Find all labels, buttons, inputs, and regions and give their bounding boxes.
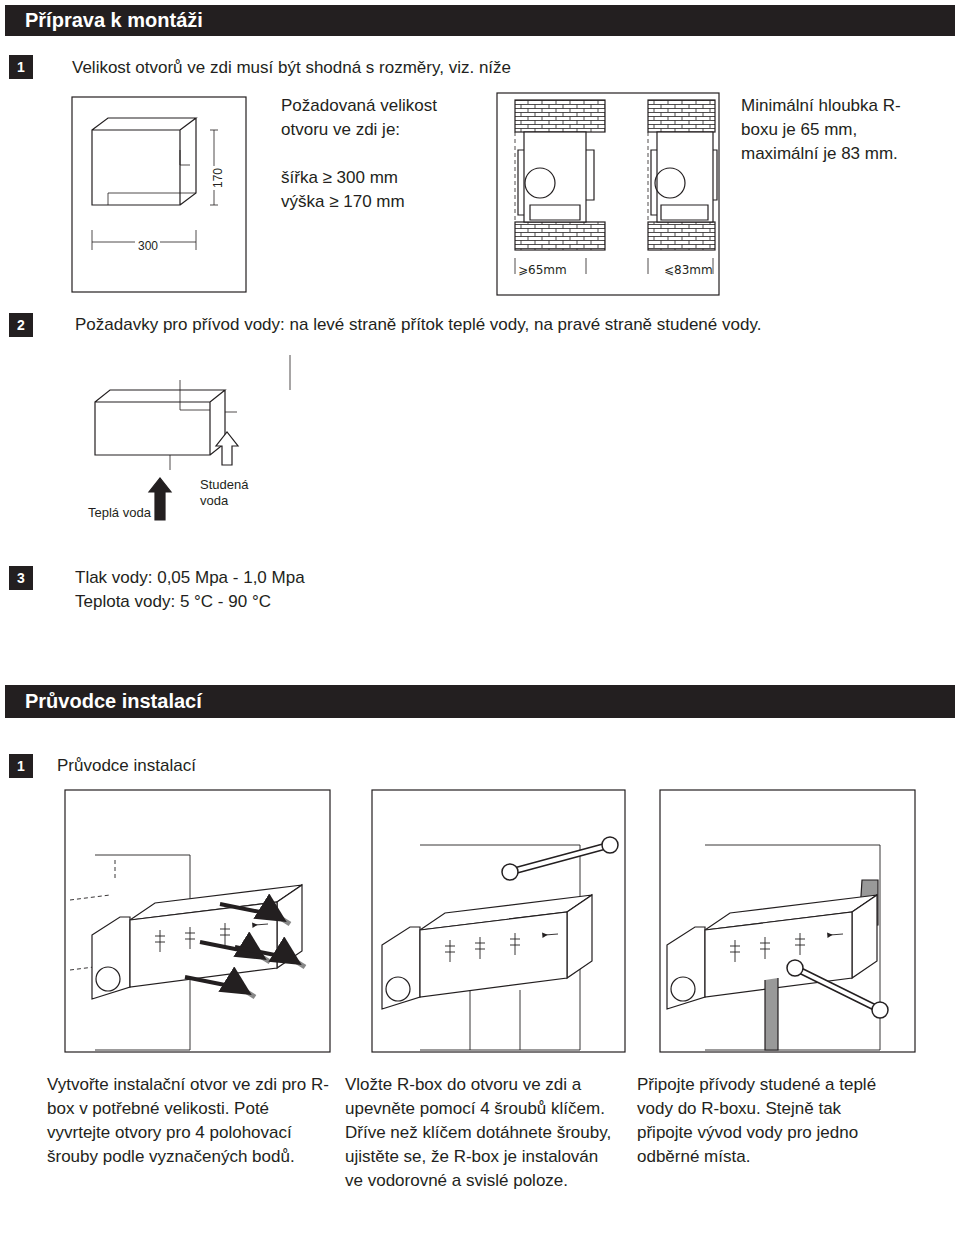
caption: Vložte R-box do otvoru ve zdi a upevněte… bbox=[345, 1073, 620, 1121]
step-title: Průvodce instalací bbox=[57, 754, 457, 778]
step-number: 3 bbox=[9, 566, 33, 590]
section-title: Průvodce instalací bbox=[25, 690, 202, 713]
caption: Připojte přívody studené a teplé vody do… bbox=[637, 1073, 882, 1169]
instruction: Velikost otvorů ve zdi musí být shodná s… bbox=[72, 56, 892, 80]
note: šířka ≥ 300 mm bbox=[281, 166, 481, 190]
dimension: ⩽83mm bbox=[664, 258, 734, 282]
step-digit: 2 bbox=[17, 317, 25, 333]
note: výška ≥ 170 mm bbox=[281, 190, 481, 214]
dimension: 300 bbox=[136, 234, 160, 258]
dimension: ⩾65mm bbox=[518, 258, 588, 282]
caption: Dříve než klíčem dotáhnete šrouby, ujist… bbox=[345, 1121, 620, 1193]
wall-opening-figure bbox=[72, 97, 246, 292]
install-panels bbox=[65, 790, 915, 1052]
water-supply-figure bbox=[95, 355, 290, 520]
section-title: Příprava k montáži bbox=[25, 9, 203, 32]
spec: Teplota vody: 5 °C - 90 °C bbox=[75, 590, 575, 614]
step-digit: 1 bbox=[17, 59, 25, 75]
step-digit: 3 bbox=[17, 570, 25, 586]
spec: Tlak vody: 0,05 Mpa - 1,0 Mpa bbox=[75, 566, 575, 590]
caption: Vytvořte instalační otvor ve zdi pro R-b… bbox=[47, 1073, 332, 1169]
step-number: 1 bbox=[9, 754, 33, 778]
note: Požadovaná velikost otvoru ve zdi je: bbox=[281, 94, 441, 142]
dimension: 170 bbox=[206, 166, 230, 190]
step-number: 2 bbox=[9, 313, 33, 337]
instruction: Požadavky pro přívod vody: na levé stran… bbox=[75, 313, 945, 337]
inlet-label: Teplá voda bbox=[88, 505, 178, 521]
inlet-label: Studená voda bbox=[200, 477, 260, 509]
note: Minimální hloubka R-boxu je 65 mm, maxim… bbox=[741, 94, 931, 166]
section-band: Průvodce instalací bbox=[5, 685, 955, 718]
step-number: 1 bbox=[9, 55, 33, 79]
section-band: Příprava k montáži bbox=[5, 5, 955, 36]
step-digit: 1 bbox=[17, 758, 25, 774]
